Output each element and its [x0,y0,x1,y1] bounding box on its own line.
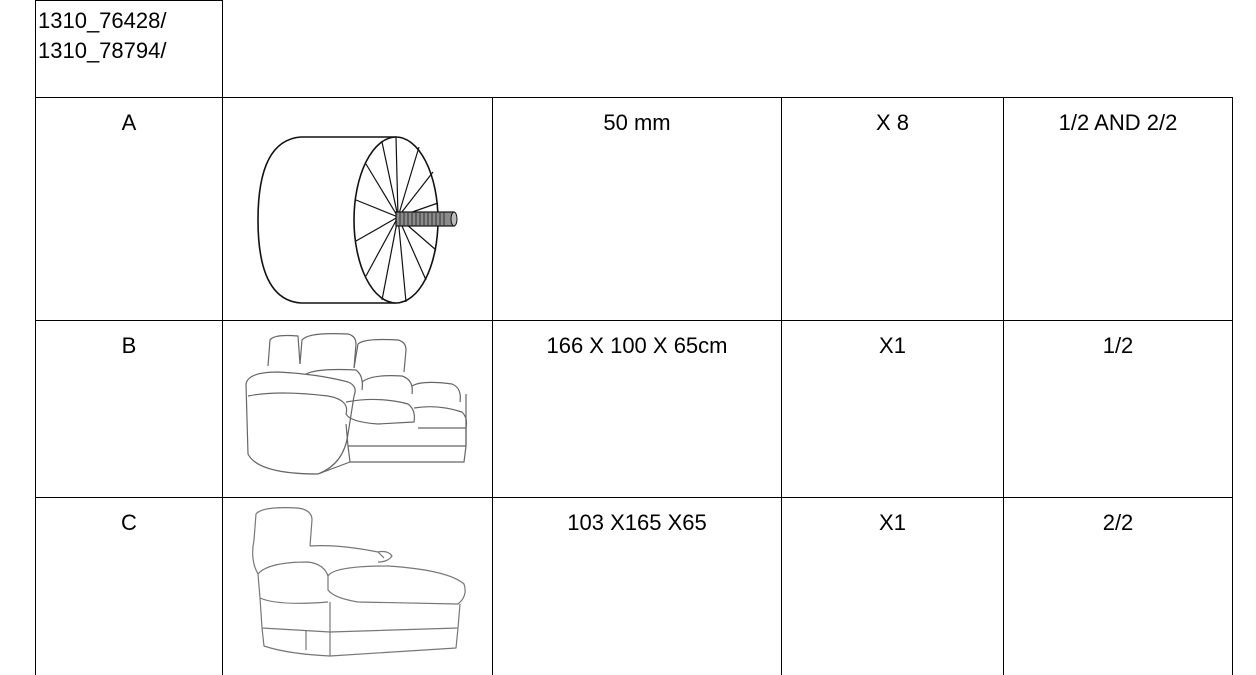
part-label-a: A [121,110,137,135]
col-line-3 [781,97,782,675]
part-dimensions-b: 166 X 100 X 65cm [546,333,728,358]
border-right [1232,97,1233,675]
reference-numbers: 1310_76428/ 1310_78794/ [38,6,166,66]
border-top-ref [35,0,223,1]
row-line-3 [35,497,1233,498]
part-label-b: B [121,333,137,358]
row-line-2 [35,320,1233,321]
sofa-section-icon [245,333,468,475]
part-quantity-c: X1 [879,510,906,535]
part-quantity-b: X1 [879,333,906,358]
part-label-c: C [121,510,137,535]
col-line-4 [1003,97,1004,675]
part-box-c: 2/2 [1102,510,1134,535]
row-line-1 [35,97,1233,98]
chaise-section-icon [252,507,466,657]
part-box-b: 1/2 [1102,333,1134,358]
part-box-a: 1/2 AND 2/2 [1058,110,1178,135]
part-image-a [236,100,480,318]
reference-line-1: 1310_76428/ [38,8,167,33]
part-image-c [238,500,482,670]
col-line-2 [492,97,493,675]
reference-line-2: 1310_78794/ [38,38,167,63]
part-dimensions-a: 50 mm [603,110,671,135]
border-left [35,0,36,675]
part-image-b [238,324,482,492]
leg-foot-icon [257,136,458,304]
part-quantity-a: X 8 [875,110,910,135]
border-ref-right [222,0,223,675]
part-dimensions-c: 103 X165 X65 [567,510,707,535]
